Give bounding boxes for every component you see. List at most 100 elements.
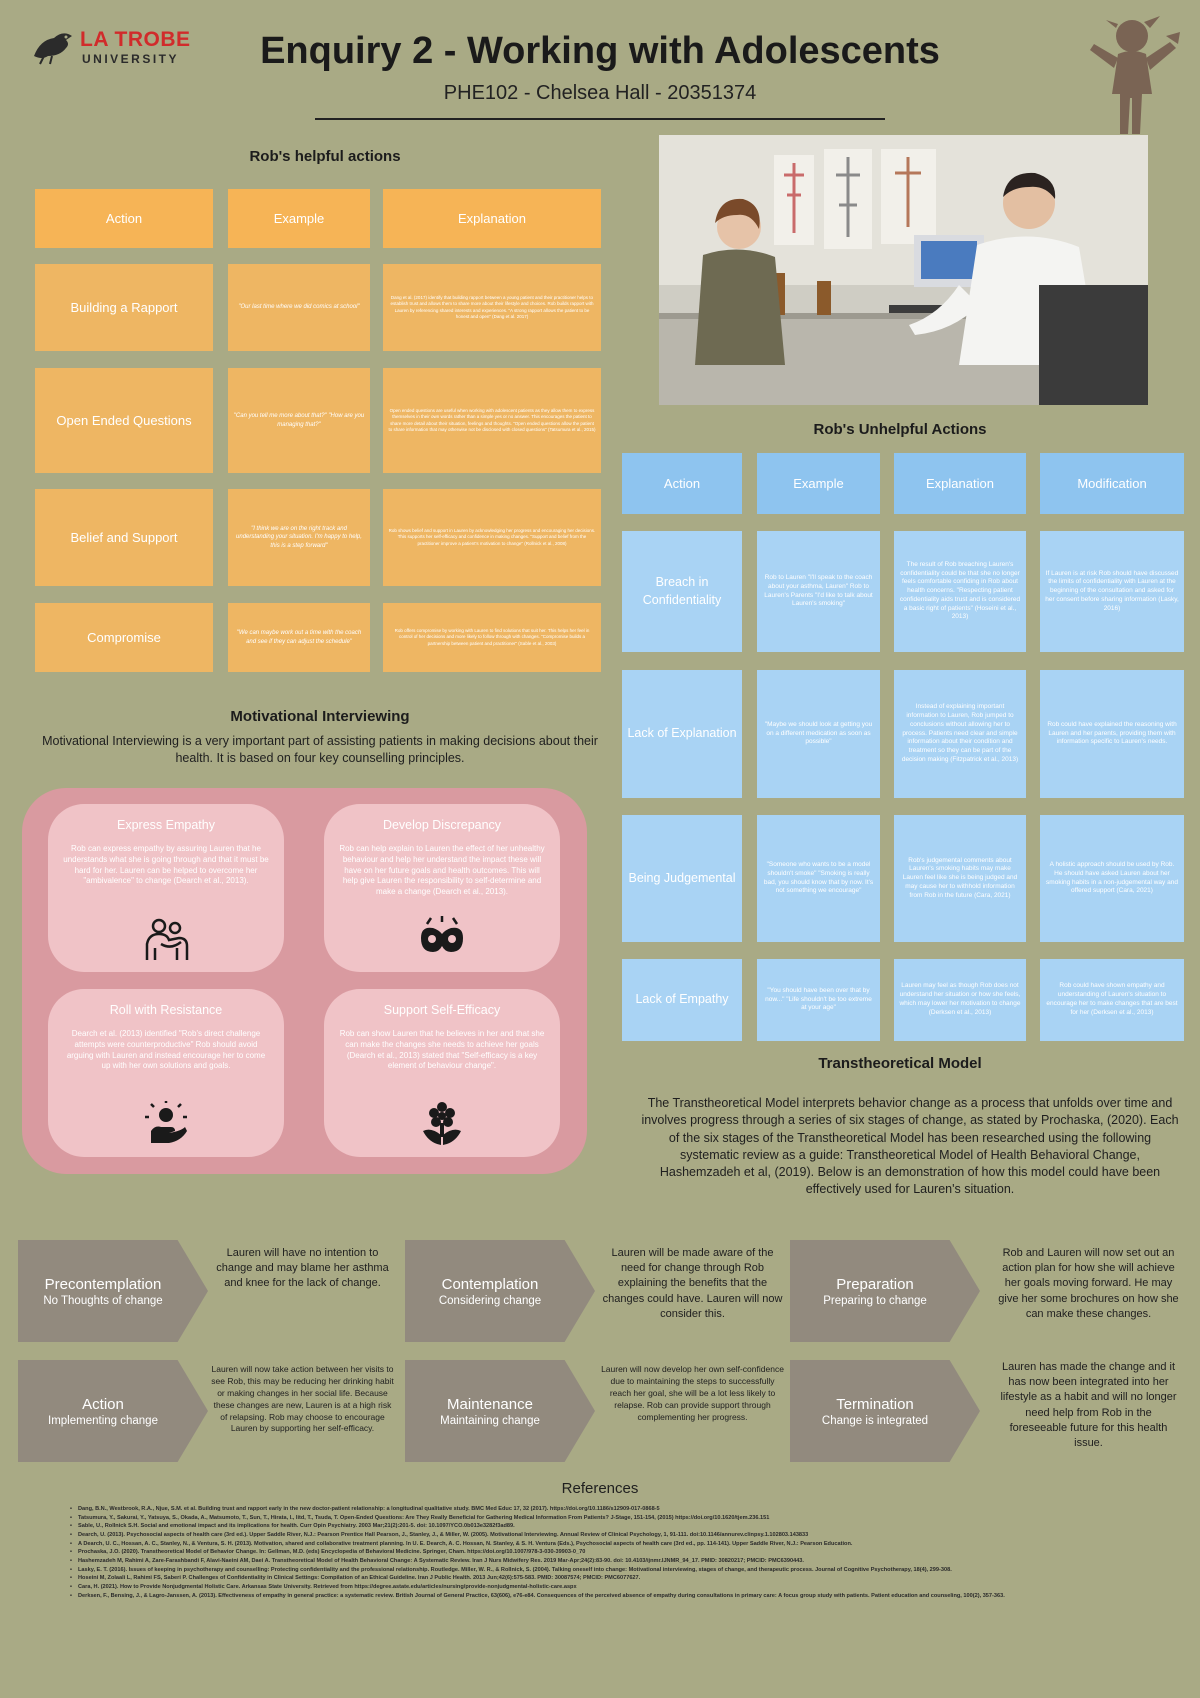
mi-heading: Motivational Interviewing (230, 708, 410, 725)
helpful-col-explanation: Explanation (383, 189, 601, 248)
stage-arrow-maintenance: Maintenance Maintaining change (405, 1360, 595, 1462)
stage-detail: Lauren will now develop her own self-con… (601, 1364, 784, 1422)
title-divider (315, 118, 885, 120)
unhelpful-row-example: "Someone who wants to be a model shouldn… (757, 815, 880, 942)
consultation-photo (659, 135, 1148, 405)
reference-item: Sable, U., Rollnick S.H. Social and emot… (70, 1522, 1178, 1531)
mi-card-express-empathy: Express Empathy Rob can express empathy … (48, 804, 284, 972)
unhelpful-row-example: "You should have been over that by now..… (757, 959, 880, 1041)
ttm-heading: Transtheoretical Model (818, 1055, 982, 1072)
stage-detail: Lauren will now take action between her … (211, 1364, 394, 1434)
growth-hand-icon (145, 1101, 187, 1143)
mi-card-support-self-efficacy: Support Self-Efficacy Rob can show Laure… (324, 989, 560, 1157)
brand-sub: UNIVERSITY (82, 52, 180, 66)
hug-icon (145, 918, 189, 960)
helpful-row-example: "Can you tell me more about that?" "How … (228, 368, 370, 473)
helpful-row-action: Belief and Support (35, 489, 213, 586)
mask-icon (421, 916, 463, 952)
reference-item: Dearch, U. (2013). Psychosocial aspects … (70, 1531, 1178, 1540)
stage-detail: Lauren will have no intention to change … (216, 1247, 389, 1290)
unhelpful-col-modification: Modification (1040, 453, 1184, 514)
unhelpful-col-example: Example (757, 453, 880, 514)
helpful-row-example: "I think we are on the right track and u… (228, 489, 370, 586)
stage-arrow-termination: Termination Change is integrated (790, 1360, 980, 1462)
unhelpful-row-modification: Rob could have explained the reasoning w… (1040, 670, 1184, 798)
reference-item: A Dearch, U. C., Hossan, A. C., Stanley,… (70, 1540, 1178, 1549)
reference-item: Hashemzadeh M, Rahimi A, Zare-Farashband… (70, 1557, 1178, 1566)
stage-desc: Implementing change (48, 1414, 158, 1427)
unhelpful-row-explanation: The result of Rob breaching Lauren's con… (894, 531, 1026, 652)
stage-arrow-preparation: Preparation Preparing to change (790, 1240, 980, 1342)
unhelpful-row-action: Lack of Empathy (622, 959, 742, 1041)
unhelpful-row-action: Being Judgemental (622, 815, 742, 942)
unhelpful-row-modification: A holistic approach should be used by Ro… (1040, 815, 1184, 942)
helpful-row-explanation: Rob offers compromise by working with La… (383, 603, 601, 672)
helpful-col-action: Action (35, 189, 213, 248)
reference-list: Dang, B.N., Westbrook, R.A., Njue, S.M. … (70, 1505, 1178, 1601)
stage-detail: Rob and Lauren will now set out an actio… (998, 1247, 1179, 1320)
brand-name: LA TROBE (80, 28, 191, 51)
stage-name: Preparation (836, 1275, 914, 1293)
unhelpful-row-action: Lack of Explanation (622, 670, 742, 798)
helpful-row-action: Compromise (35, 603, 213, 672)
reference-item: Cara, H. (2021). How to Provide Nonjudgm… (70, 1583, 1178, 1592)
helpful-row-action: Building a Rapport (35, 264, 213, 351)
stage-name: Precontemplation (44, 1275, 162, 1293)
mi-intro: Motivational Interviewing is a very impo… (42, 734, 598, 765)
unhelpful-col-explanation: Explanation (894, 453, 1026, 514)
helpful-row-example: "We can maybe work out a time with the c… (228, 603, 370, 672)
reference-item: Tatsumura, Y., Sakurai, Y., Yatsuya, S.,… (70, 1514, 1178, 1523)
stage-desc: Preparing to change (823, 1294, 927, 1307)
unhelpful-heading: Rob's Unhelpful Actions (813, 421, 987, 438)
mi-card-roll-with-resistance: Roll with Resistance Dearch et al. (2013… (48, 989, 284, 1157)
mi-card-text: Rob can express empathy by assuring Laur… (63, 844, 269, 886)
page-title: Enquiry 2 - Working with Adolescents (260, 30, 940, 72)
stage-name: Termination (836, 1395, 914, 1413)
unhelpful-row-explanation: Rob's judgemental comments about Lauren'… (894, 815, 1026, 942)
adolescent-figure-icon (1090, 16, 1180, 134)
helpful-row-action: Open Ended Questions (35, 368, 213, 473)
stage-desc: Maintaining change (440, 1414, 540, 1427)
ttm-intro: The Transtheoretical Model interprets be… (641, 1096, 1179, 1197)
helpful-heading: Rob's helpful actions (249, 148, 401, 165)
la-trobe-logo: LA TROBE UNIVERSITY (30, 24, 205, 74)
mi-card-develop-discrepancy: Develop Discrepancy Rob can help explain… (324, 804, 560, 972)
unhelpful-row-explanation: Instead of explaining important informat… (894, 670, 1026, 798)
stage-name: Contemplation (441, 1275, 539, 1293)
reference-item: Lasky, E. T. (2016). Issues of keeping i… (70, 1566, 1178, 1575)
stage-arrow-precontemplation: Precontemplation No Thoughts of change (18, 1240, 208, 1342)
unhelpful-row-example: "Maybe we should look at getting you on … (757, 670, 880, 798)
mi-card-text: Dearch et al. (2013) identified "Rob's d… (66, 1029, 266, 1071)
page-subtitle: PHE102 - Chelsea Hall - 20351374 (443, 82, 757, 104)
stage-arrow-contemplation: Contemplation Considering change (405, 1240, 595, 1342)
mi-card-title: Roll with Resistance (109, 1003, 223, 1017)
stage-detail: Lauren will be made aware of the need fo… (602, 1247, 783, 1320)
flower-icon (423, 1102, 461, 1145)
unhelpful-row-example: Rob to Lauren "I'll speak to the coach a… (757, 531, 880, 652)
unhelpful-row-modification: If Lauren is at risk Rob should have dis… (1040, 531, 1184, 652)
helpful-row-explanation: Dang et al. (2017) identify that buildin… (383, 264, 601, 351)
mi-card-title: Develop Discrepancy (382, 818, 502, 832)
reference-item: Prochaska, J.O. (2020). Transtheoretical… (70, 1548, 1178, 1557)
helpful-row-explanation: Open ended questions are useful when wor… (383, 368, 601, 473)
unhelpful-row-modification: Rob could have shown empathy and underst… (1040, 959, 1184, 1041)
mi-card-title: Support Self-Efficacy (383, 1003, 501, 1017)
stage-desc: Considering change (438, 1294, 542, 1307)
stage-desc: No Thoughts of change (43, 1294, 163, 1307)
mi-card-text: Rob can show Lauren that he believes in … (339, 1029, 545, 1071)
helpful-row-explanation: Rob shows belief and support in Lauren b… (383, 489, 601, 586)
reference-item: Dang, B.N., Westbrook, R.A., Njue, S.M. … (70, 1505, 1178, 1514)
stage-name: Maintenance (447, 1395, 533, 1413)
unhelpful-col-action: Action (622, 453, 742, 514)
reference-item: Hoseini M, Zolaali L, Rahimi FS, Saberi … (70, 1574, 1178, 1583)
pelican-icon (34, 33, 72, 65)
stage-arrow-action: Action Implementing change (18, 1360, 208, 1462)
mi-principles-panel: Express Empathy Rob can express empathy … (22, 788, 587, 1174)
stage-name: Action (82, 1395, 124, 1413)
unhelpful-row-explanation: Lauren may feel as though Rob does not u… (894, 959, 1026, 1041)
references-heading: References (561, 1480, 639, 1497)
helpful-col-example: Example (228, 189, 370, 248)
reference-item: Derksen, F., Bensing, J., & Lagro-Jansse… (70, 1592, 1178, 1601)
unhelpful-row-action: Breach in Confidentiality (622, 531, 742, 652)
mi-card-title: Express Empathy (117, 818, 215, 832)
